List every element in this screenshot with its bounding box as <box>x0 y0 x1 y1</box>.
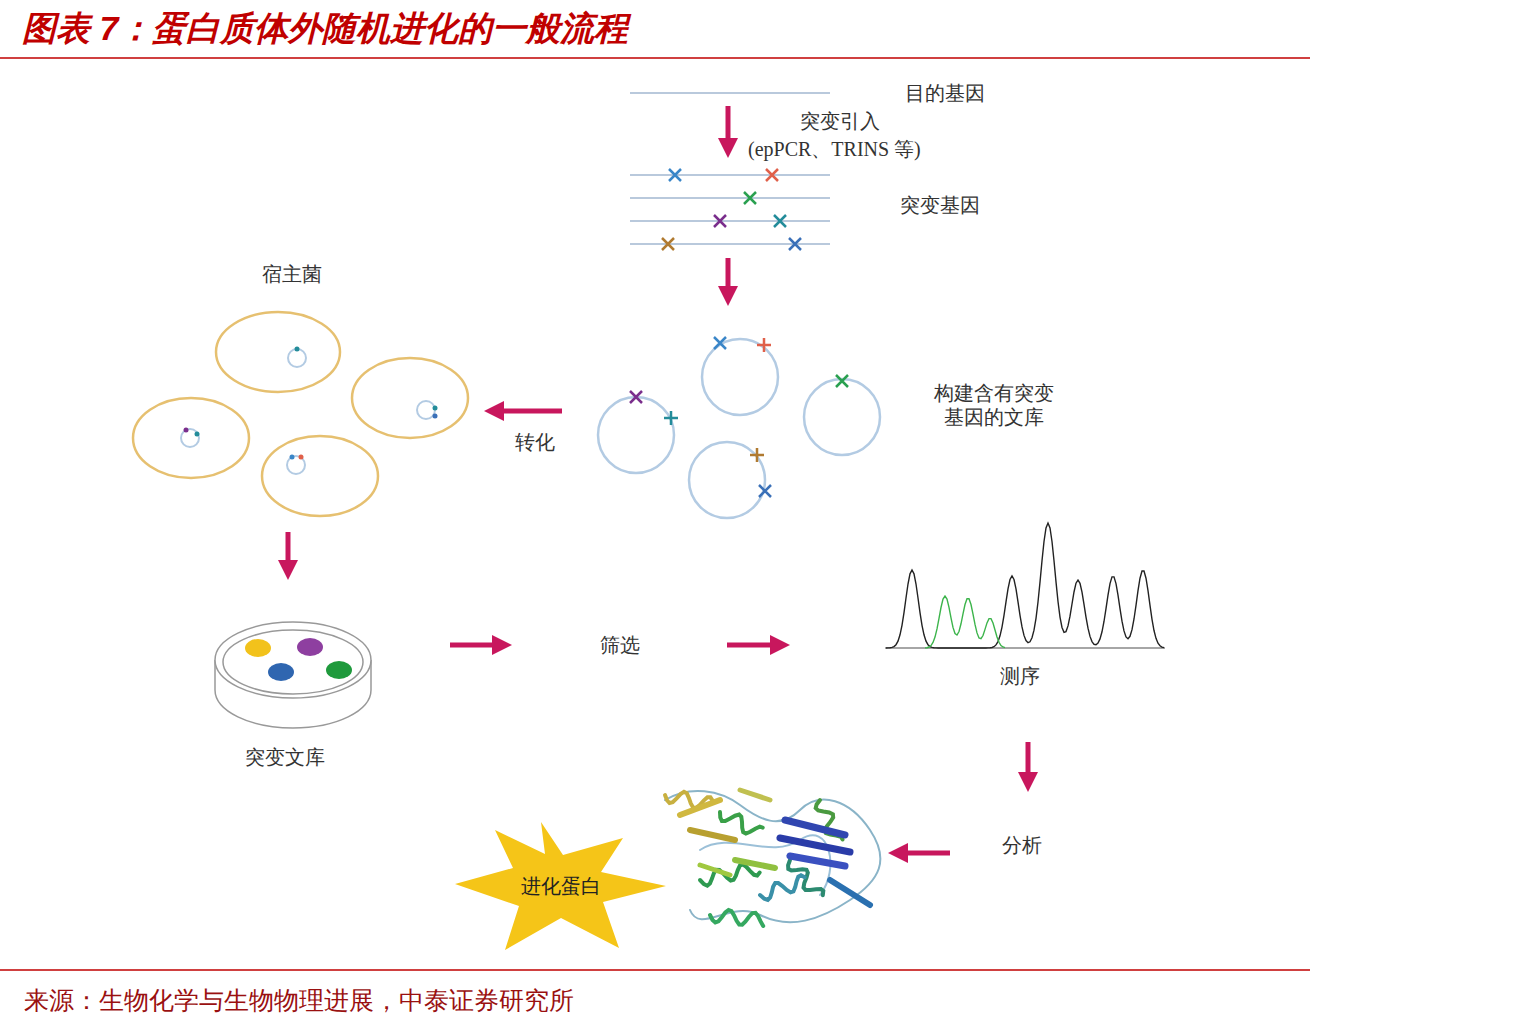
step-label: (epPCR、TRINS 等) <box>748 137 921 161</box>
step-label: 宿主菌 <box>262 262 322 286</box>
host-cells <box>133 312 468 516</box>
step-label: 突变引入 <box>800 109 880 133</box>
cell-plasmids <box>181 349 435 474</box>
step-label: 突变基因 <box>900 193 980 217</box>
step-label: 目的基因 <box>905 81 985 105</box>
source-caption: 来源：生物化学与生物物理进展，中泰证券研究所 <box>24 984 574 1017</box>
rule-lines <box>0 58 1310 970</box>
protein-structure <box>665 790 880 926</box>
node-text: 进化蛋白 <box>521 873 601 900</box>
step-label: 突变文库 <box>245 745 325 769</box>
colonies <box>245 638 352 681</box>
chromatogram-trace <box>925 596 1005 648</box>
flow-arrows <box>288 106 1028 853</box>
step-label: 转化 <box>515 430 555 454</box>
step-label: 分析 <box>1002 833 1042 857</box>
step-label: 筛选 <box>600 633 640 657</box>
plasmids <box>598 339 880 518</box>
cell-dots <box>184 347 438 460</box>
petri-dish <box>215 622 371 728</box>
mutation-marks <box>662 169 801 250</box>
star-burst: 进化蛋白 <box>453 820 668 952</box>
step-label: 构建含有突变 基因的文库 <box>930 381 1058 429</box>
chart-title: 图表 7：蛋白质体外随机进化的一般流程 <box>22 6 628 52</box>
chromatogram-trace <box>886 523 1164 648</box>
step-label: 测序 <box>1000 664 1040 688</box>
plasmid-marks <box>630 337 848 497</box>
